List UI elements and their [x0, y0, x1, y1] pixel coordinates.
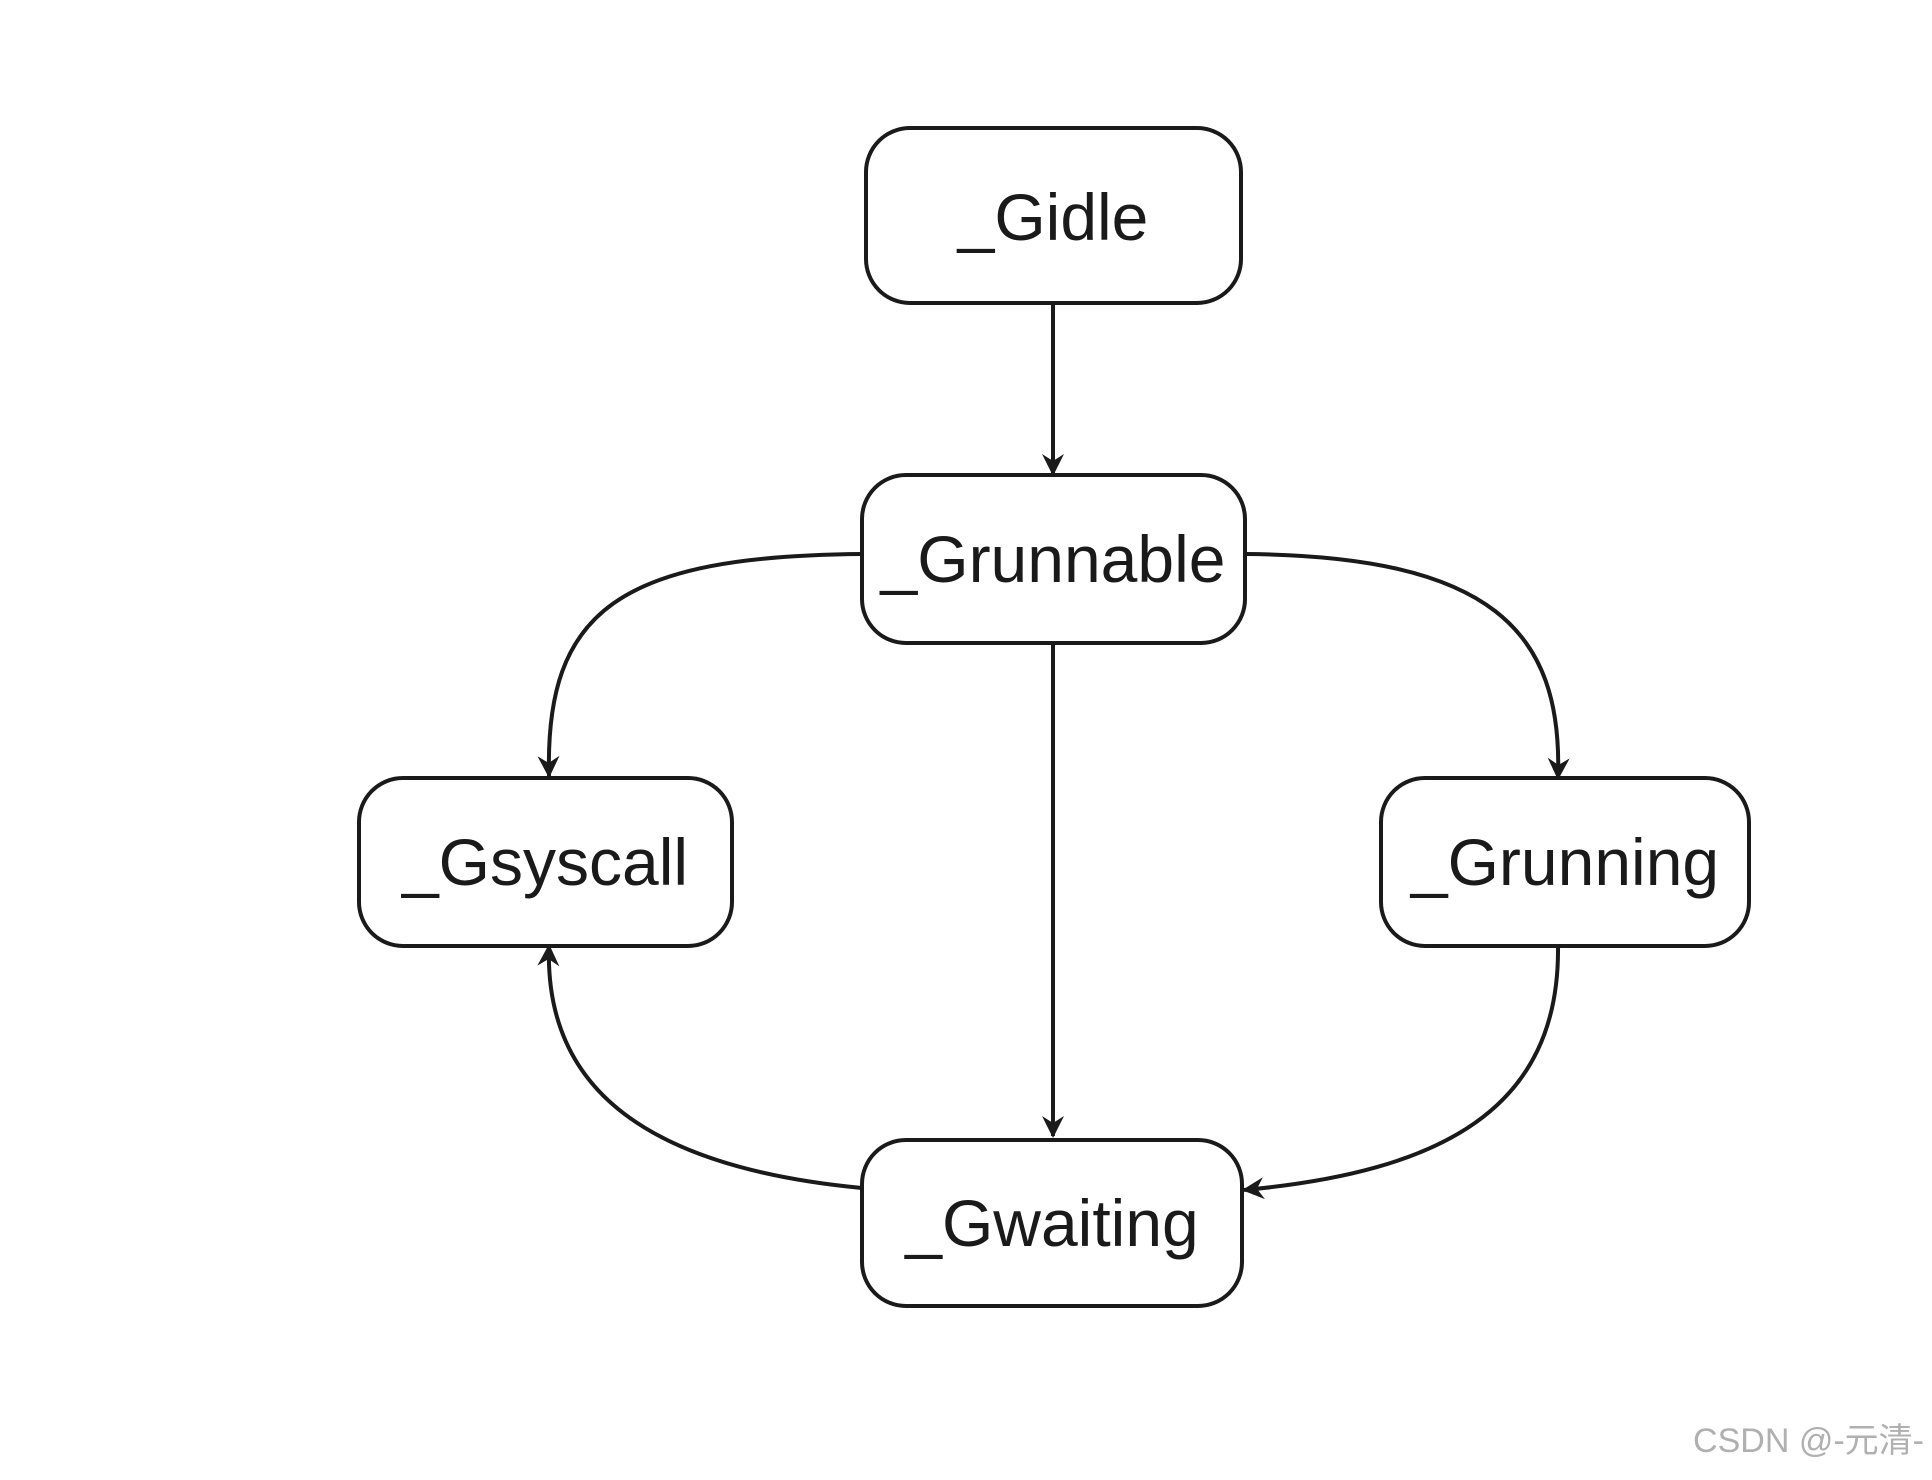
node-gidle-label: _Gidle — [957, 180, 1149, 254]
node-gwaiting-label: _Gwaiting — [904, 1186, 1199, 1260]
node-grunning-label: _Grunning — [1410, 825, 1719, 899]
node-gsyscall-label: _Gsyscall — [401, 825, 688, 899]
watermark-text: CSDN @-元清- — [1693, 1422, 1924, 1460]
edge-grunning-to-gwaiting — [1242, 945, 1561, 1200]
edge-grunnable-to-gsyscall — [537, 552, 863, 778]
node-grunnable-label: _Grunnable — [880, 522, 1226, 596]
node-grunning: _Grunning — [1379, 776, 1751, 948]
node-grunnable: _Grunnable — [860, 473, 1247, 645]
node-gwaiting: _Gwaiting — [860, 1138, 1244, 1308]
edge-gwaiting-to-gsyscall — [537, 944, 863, 1190]
edge-grunnable-to-grunning — [1245, 552, 1570, 780]
node-gidle: _Gidle — [864, 126, 1243, 305]
node-gsyscall: _Gsyscall — [357, 776, 734, 948]
